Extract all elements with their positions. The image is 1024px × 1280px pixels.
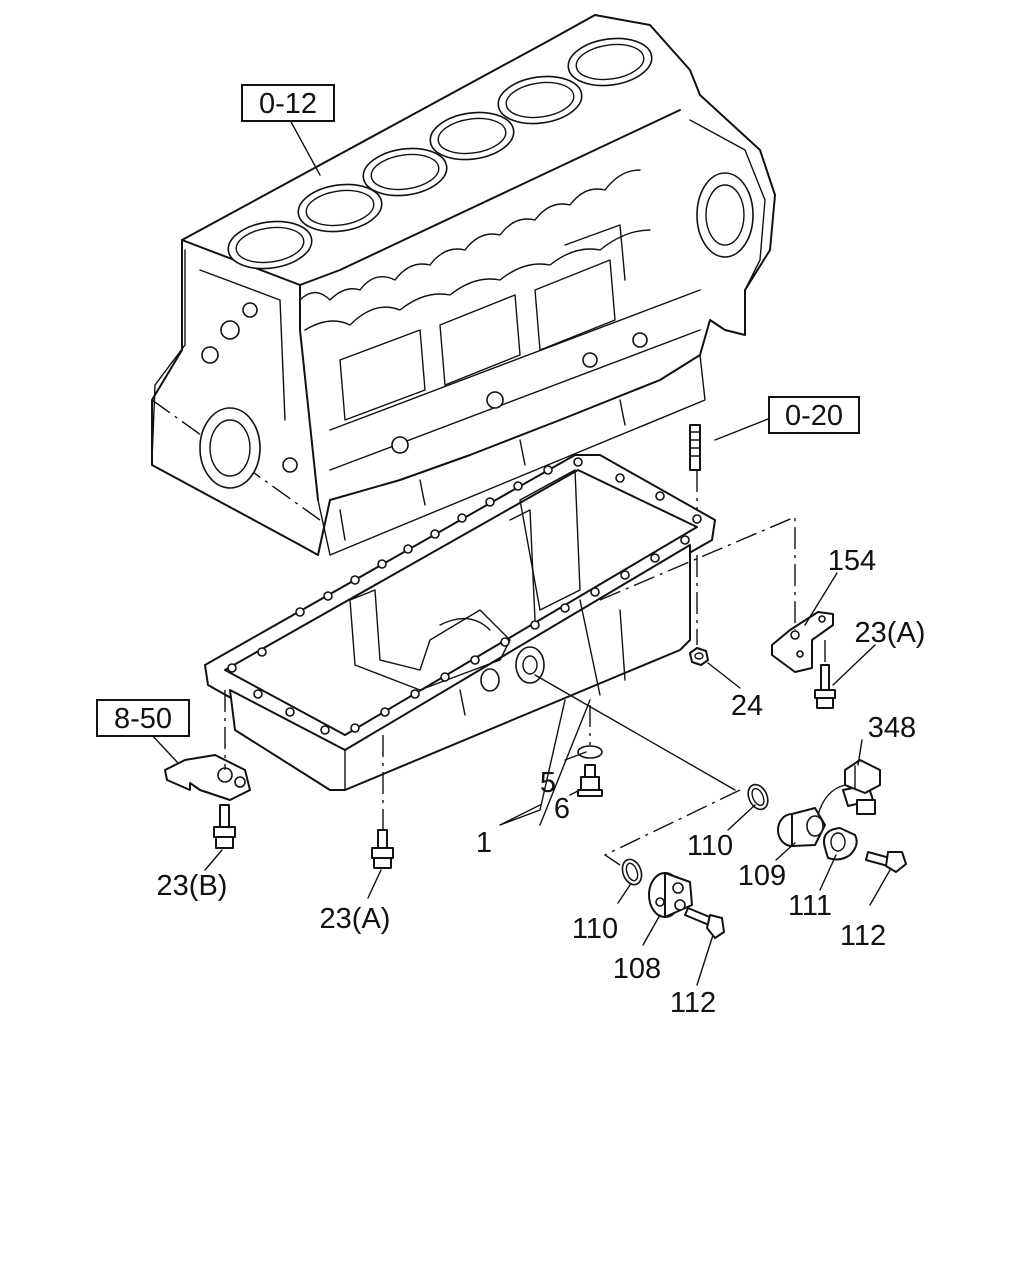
ref-label-bracket: 8-50 <box>114 703 172 735</box>
leader-lines <box>149 119 891 986</box>
bolt-sensor <box>684 907 725 939</box>
callout-oil-pan: 1 <box>476 827 492 859</box>
callout-o-ring-upper: 110 <box>687 830 733 862</box>
stud <box>689 424 701 525</box>
callout-bolt-front: 23(A) <box>320 903 391 935</box>
nut <box>689 555 709 666</box>
callout-bolt-rear: 23(A) <box>855 617 926 649</box>
sensor-body <box>648 872 693 918</box>
callout-clamp: 111 <box>788 890 832 922</box>
ref-box-block <box>241 84 335 122</box>
sensor-centerline <box>603 789 741 866</box>
o-ring-lower <box>621 858 643 886</box>
drain-plug <box>577 764 603 797</box>
ref-box-stud <box>768 396 860 434</box>
bolt-clamp <box>865 851 907 873</box>
bolt-rear <box>814 640 836 709</box>
callout-sensor: 109 <box>738 860 786 892</box>
bolt-bracket <box>213 804 236 849</box>
front-crank-bore <box>199 407 261 489</box>
bolt-front <box>371 735 394 869</box>
o-ring-upper <box>747 783 769 811</box>
clamp <box>823 827 858 861</box>
drain-oring <box>577 705 603 759</box>
front-bracket <box>164 690 251 801</box>
connector <box>844 759 881 794</box>
sensor-leader-line <box>534 674 736 791</box>
cylinder-bores <box>227 37 653 270</box>
ref-box-bracket <box>96 699 190 737</box>
callout-bracket-rear: 154 <box>828 545 876 577</box>
callout-o-ring-drain: 5 <box>540 767 556 799</box>
engine-block <box>151 14 776 556</box>
ref-label-stud: 0-20 <box>785 400 843 432</box>
callout-connector: 348 <box>868 712 916 744</box>
callout-bolt-sensor: 112 <box>670 987 716 1019</box>
oil-pan <box>204 454 716 791</box>
rear-bracket <box>599 515 834 673</box>
flange-bolt-holes <box>227 457 702 735</box>
callout-nut: 24 <box>731 690 763 722</box>
callout-drain-plug: 6 <box>554 793 570 825</box>
ref-label-block: 0-12 <box>259 88 317 120</box>
callout-sensor-body: 108 <box>613 953 661 985</box>
callout-bolt-bracket: 23(B) <box>157 870 228 902</box>
callout-bolt-clamp: 112 <box>840 920 886 952</box>
callout-o-ring-lower: 110 <box>572 913 618 945</box>
